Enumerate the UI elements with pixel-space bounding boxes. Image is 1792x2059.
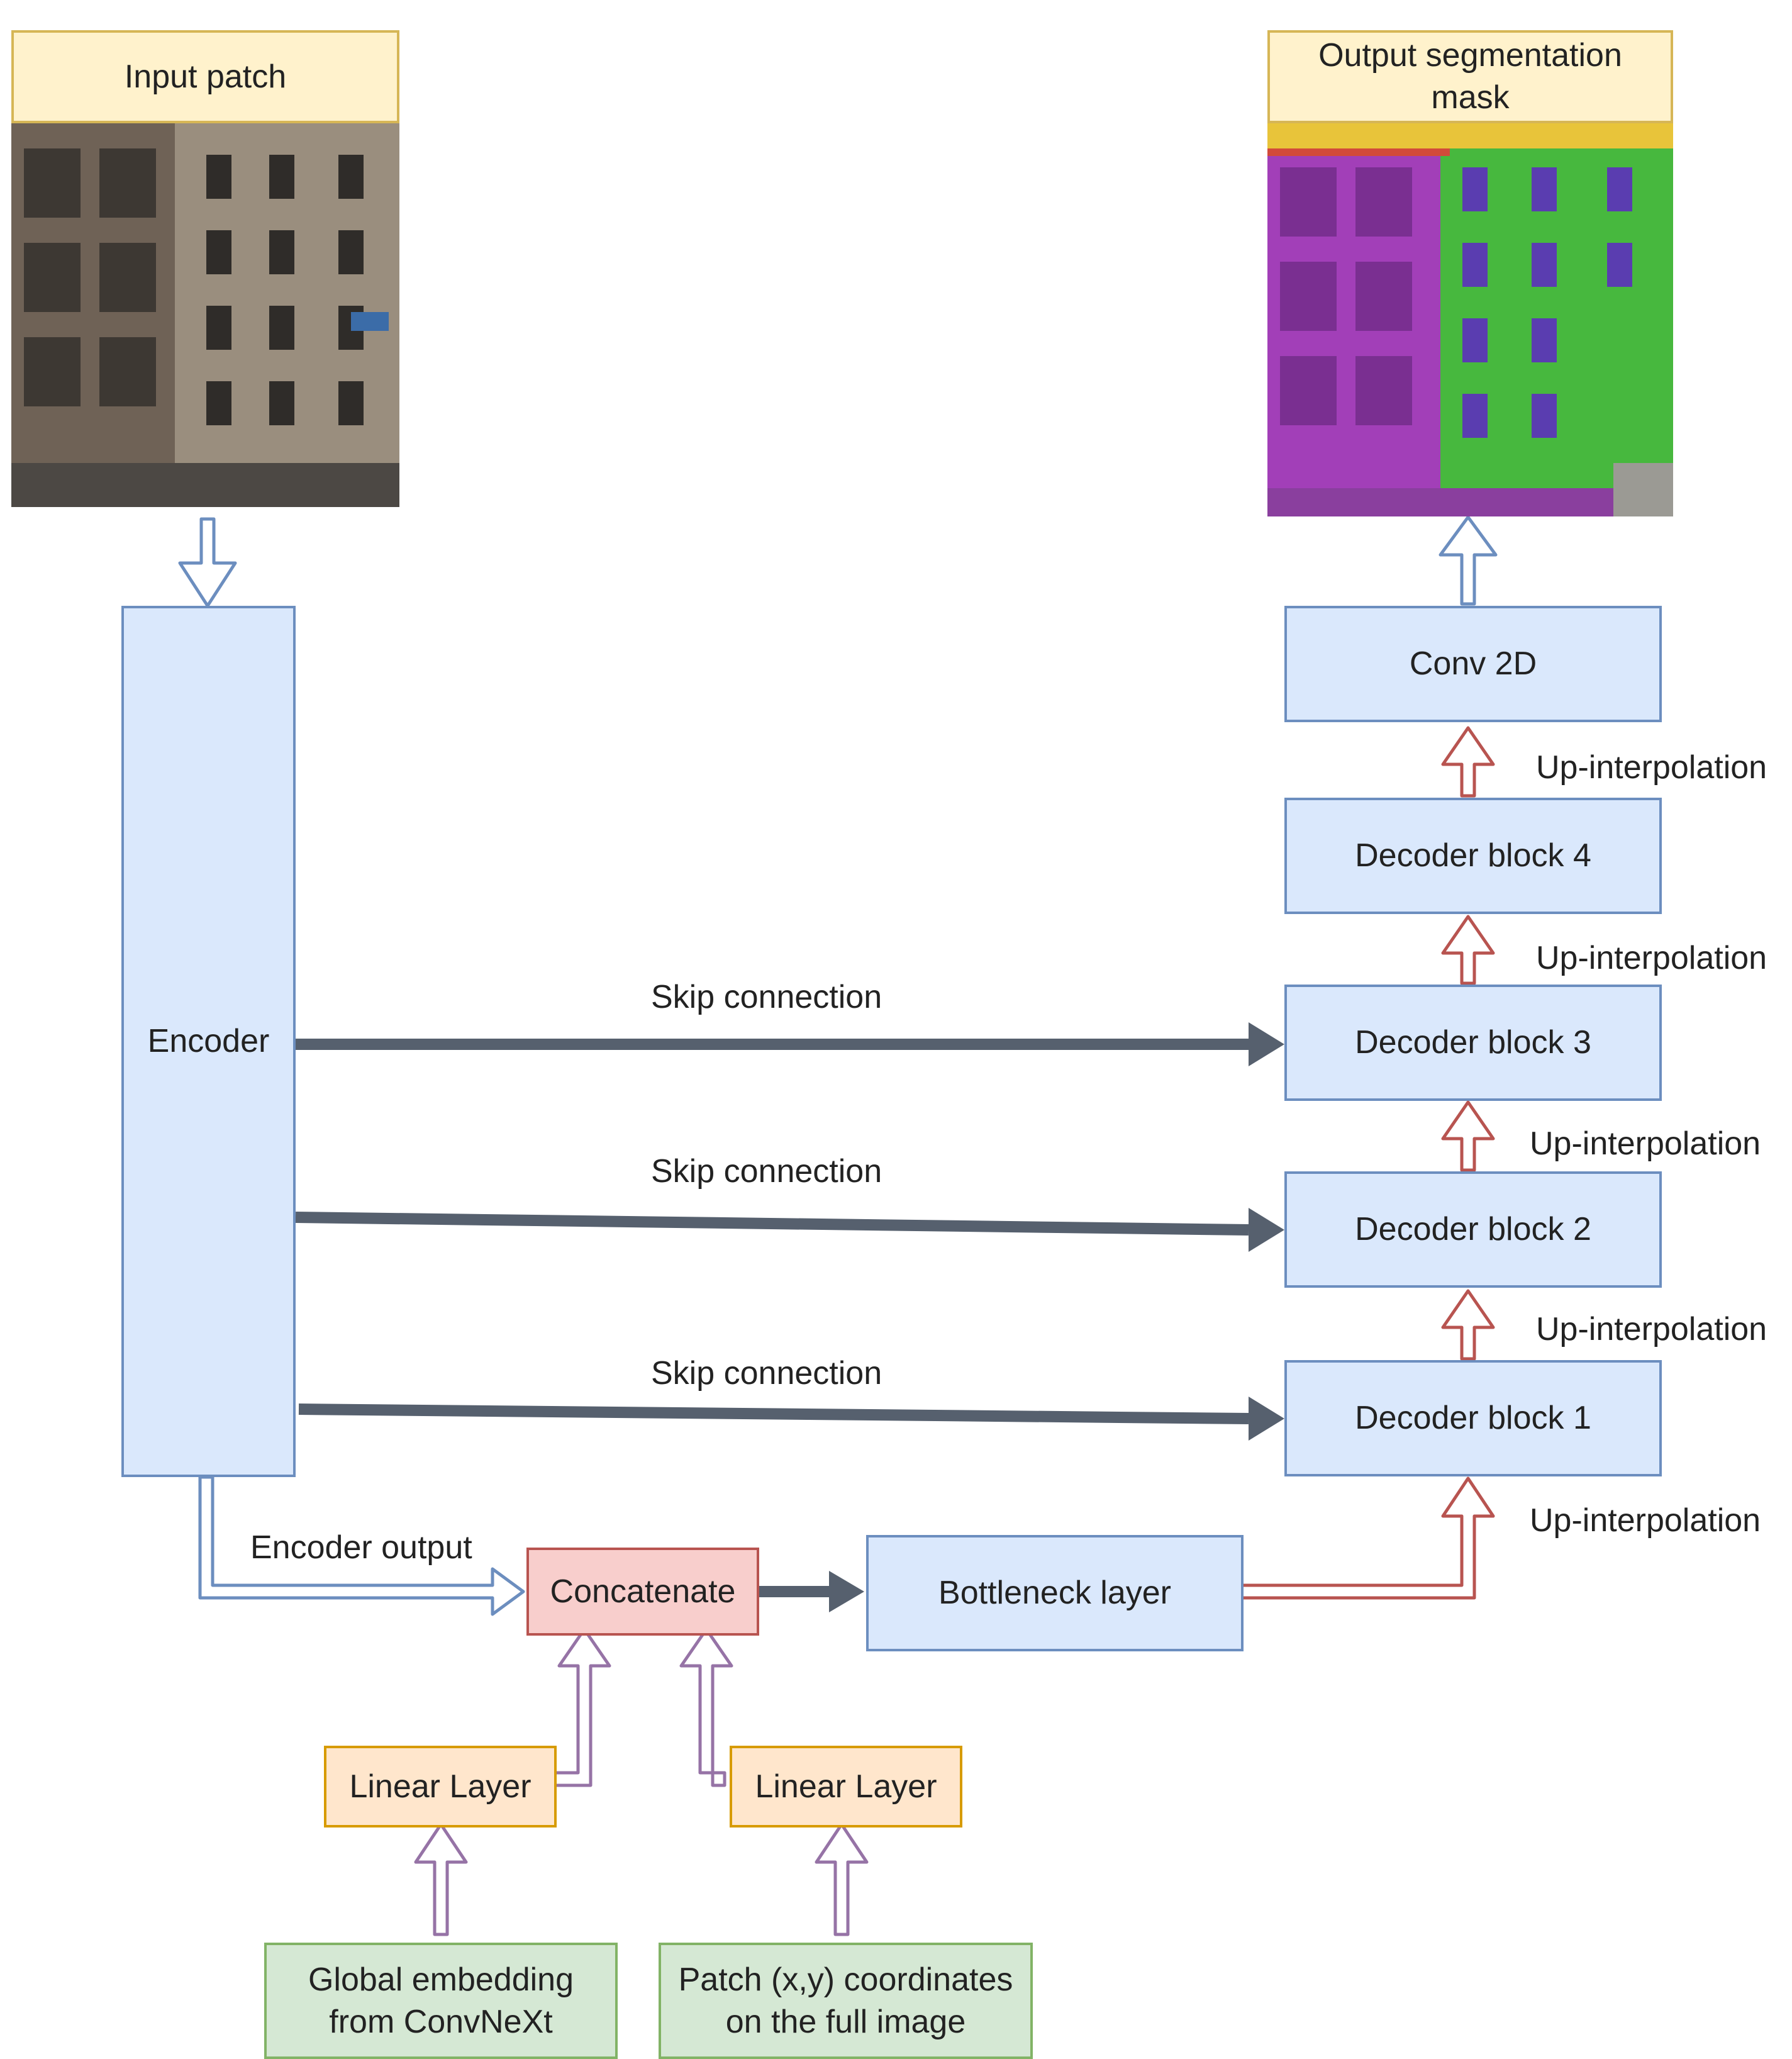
skip-connection-label: Skip connection [651, 1355, 882, 1392]
up-interpolation-label: Up-interpolation [1530, 1125, 1761, 1162]
decoder-block-1: Decoder block 1 [1284, 1360, 1662, 1476]
patch-coordinates-input: Patch (x,y) coordinates on the full imag… [659, 1943, 1033, 2059]
output-mask-image [1267, 123, 1673, 516]
up-interpolation-label: Up-interpolation [1530, 1502, 1761, 1539]
skip-connection-arrows [295, 1022, 1284, 1441]
encoder-output-arrow [198, 1475, 525, 1616]
decoder-block-3: Decoder block 3 [1284, 985, 1662, 1101]
linear-layer-left: Linear Layer [324, 1746, 557, 1827]
up-interpolation-label: Up-interpolation [1536, 1311, 1767, 1348]
skip-connection-label: Skip connection [651, 979, 882, 1015]
conv-to-output-arrow [1439, 515, 1498, 606]
decoder-block-2: Decoder block 2 [1284, 1171, 1662, 1288]
decoder-block-4: Decoder block 4 [1284, 798, 1662, 914]
global-embedding-input: Global embedding from ConvNeXt [264, 1943, 618, 2059]
input-patch-title: Input patch [11, 30, 399, 123]
conv2d-block: Conv 2D [1284, 606, 1662, 722]
linear-to-concat-arrows [552, 1627, 733, 1787]
input-patch-image [11, 123, 399, 507]
up-interpolation-label: Up-interpolation [1536, 749, 1767, 786]
encoder-block: Encoder [121, 606, 296, 1477]
encoder-output-label: Encoder output [250, 1529, 472, 1566]
bottleneck-to-decoder-arrow [1236, 1476, 1495, 1600]
output-mask-title: Output segmentation mask [1267, 30, 1673, 123]
input-to-linear-arrows [414, 1822, 869, 1936]
skip-connection-label: Skip connection [651, 1153, 882, 1190]
input-to-encoder-arrow [178, 517, 237, 608]
concat-to-bottleneck-arrow [759, 1571, 864, 1612]
bottleneck-block: Bottleneck layer [866, 1535, 1244, 1651]
up-interpolation-label: Up-interpolation [1536, 940, 1767, 976]
concatenate-block: Concatenate [526, 1548, 759, 1636]
up-interpolation-arrows [1441, 726, 1495, 1361]
linear-layer-right: Linear Layer [730, 1746, 962, 1827]
